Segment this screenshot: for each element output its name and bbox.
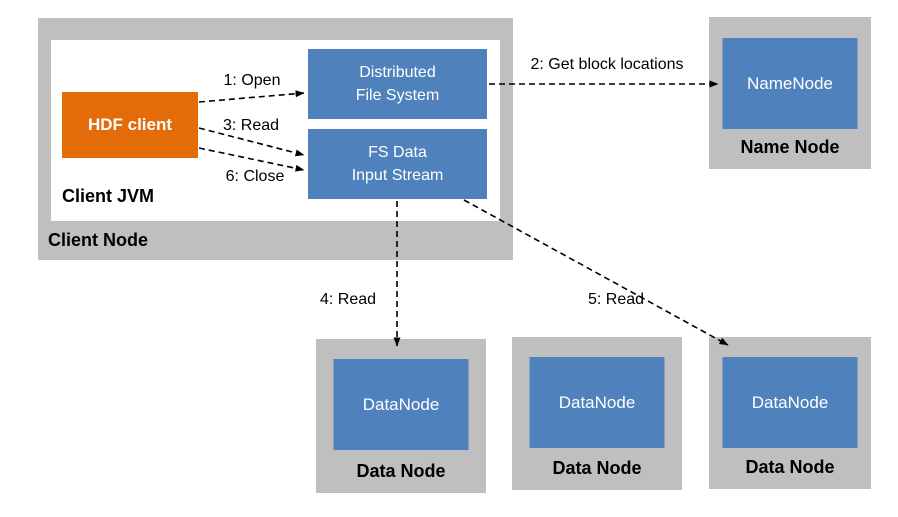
arrow-6-close-label: 6: Close (225, 168, 285, 185)
distributed-file-system-label-line1: Distributed (359, 64, 436, 81)
arrow-1-open-label: 1: Open (223, 72, 281, 89)
data-node-caption-2: Data Node (552, 458, 642, 478)
client-jvm-box: HDF client Distributed File System FS Da… (51, 40, 500, 221)
datanode-box-3: DataNode (722, 357, 858, 448)
namenode-label: NameNode (747, 73, 833, 93)
datanode-box-2: DataNode (529, 357, 665, 448)
datanode-label-1: DataNode (362, 394, 440, 414)
arrow-4-read-label: 4: Read (319, 291, 377, 308)
fs-data-input-stream-box: FS Data Input Stream (308, 129, 487, 199)
datanode-label-2: DataNode (558, 392, 636, 412)
arrow-2-get-block-locations-label: 2: Get block locations (530, 56, 684, 73)
datanode-box-1: DataNode (333, 359, 469, 450)
data-node-group-2: DataNode Data Node (512, 337, 682, 490)
arrow-5-read-label: 5: Read (587, 291, 645, 308)
namenode-box: NameNode (722, 38, 858, 129)
data-node-caption-3: Data Node (745, 457, 835, 477)
fs-data-input-stream-label-line2: Input Stream (351, 167, 444, 184)
hdf-client-box: HDF client (62, 92, 198, 158)
data-node-group-1: DataNode Data Node (316, 339, 486, 493)
datanode-label-3: DataNode (751, 392, 829, 412)
name-node-caption: Name Node (740, 137, 840, 157)
hdf-client-label: HDF client (87, 115, 173, 134)
distributed-file-system-label-line2: File System (355, 87, 440, 104)
name-node-group: NameNode Name Node (709, 17, 871, 169)
data-node-group-3: DataNode Data Node (709, 337, 871, 489)
client-node-box: HDF client Distributed File System FS Da… (38, 18, 513, 260)
arrow-3-read-label: 3: Read (222, 117, 280, 134)
distributed-file-system-box: Distributed File System (308, 49, 487, 119)
data-node-caption-1: Data Node (356, 461, 446, 481)
fs-data-input-stream-label-line1: FS Data (368, 144, 427, 161)
client-node-label: Client Node (48, 230, 149, 250)
client-jvm-label: Client JVM (62, 186, 155, 206)
